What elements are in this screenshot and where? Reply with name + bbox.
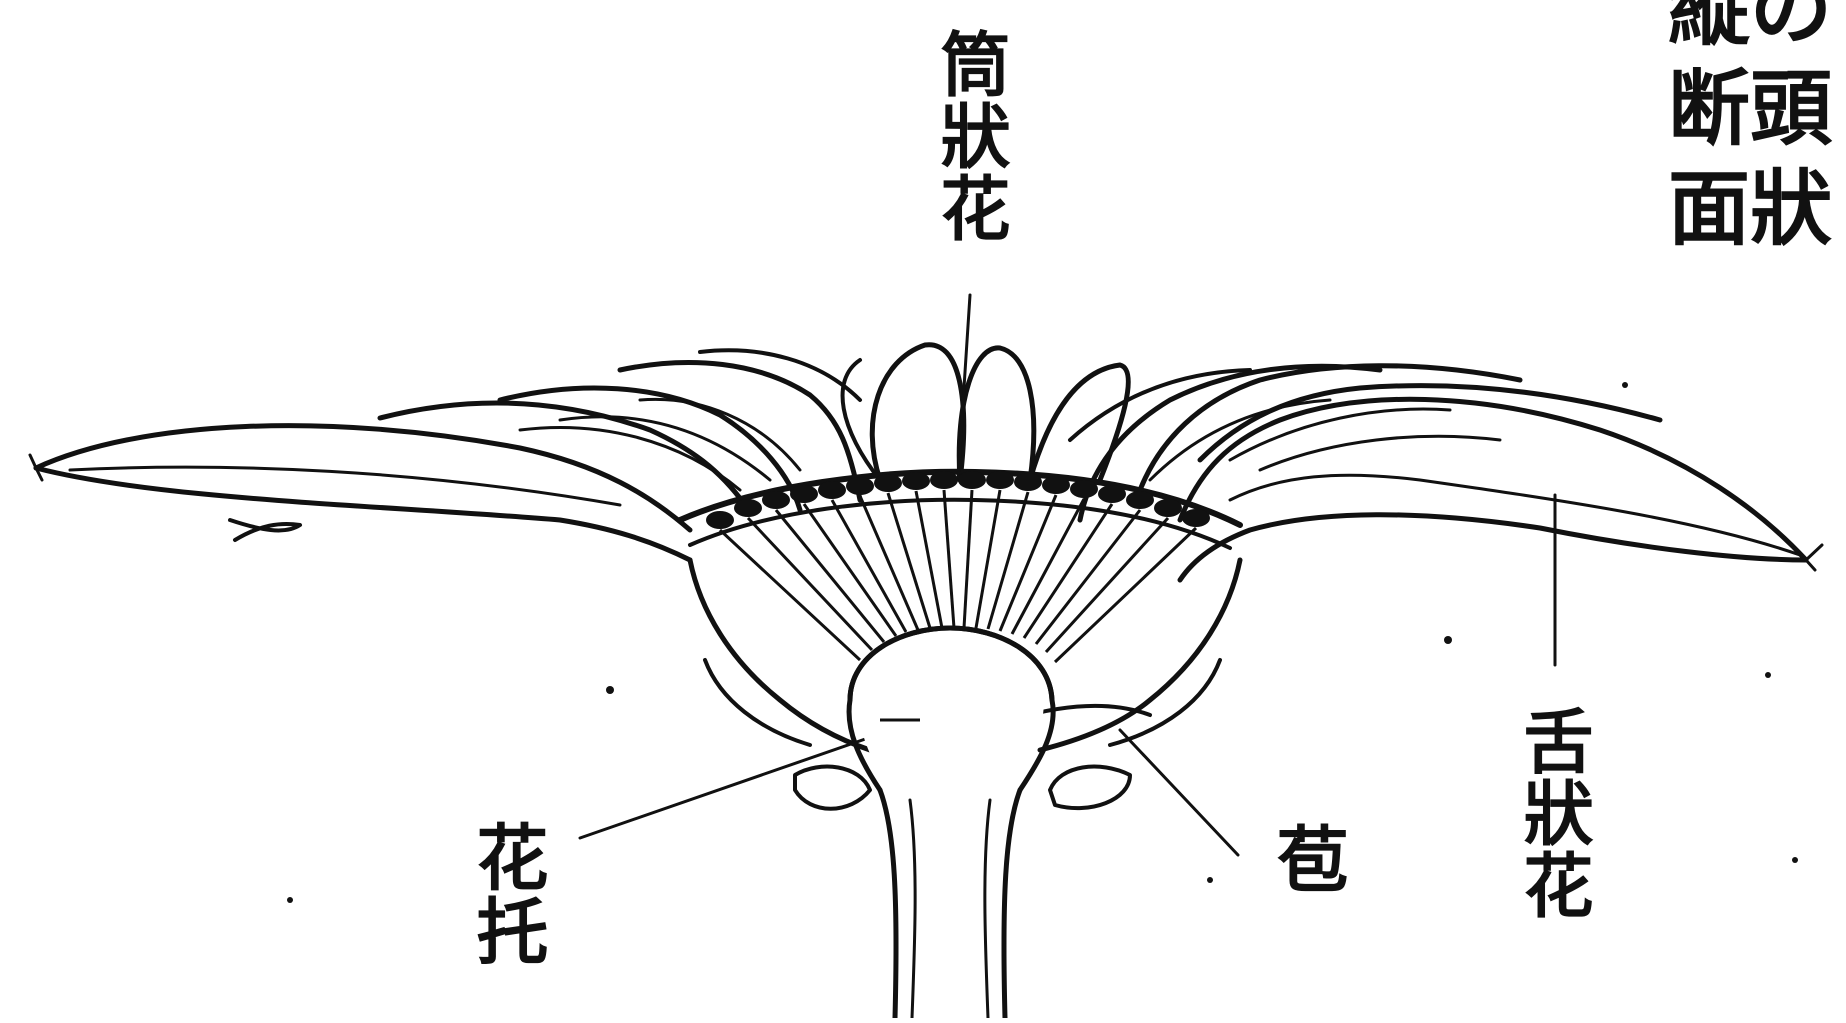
upright-florets [843, 345, 1129, 480]
stem [880, 790, 1020, 1018]
receptacle-fill [858, 636, 1044, 785]
label-bract: 苞 [1270, 822, 1342, 896]
title-line-3: 面狀 [1668, 160, 1832, 260]
label-ligulate-flower: 舌狀花 [1518, 705, 1588, 921]
label-receptacle: 花托 [470, 820, 542, 968]
right-ray-petal [1070, 366, 1822, 580]
label-tubular-flower: 筒狀花 [935, 28, 1005, 244]
title-line-2: 断頭 [1668, 60, 1832, 160]
figure-title: 縦の 断頭 面狀 [1668, 0, 1832, 260]
title-line-1: 縦の [1668, 0, 1832, 60]
